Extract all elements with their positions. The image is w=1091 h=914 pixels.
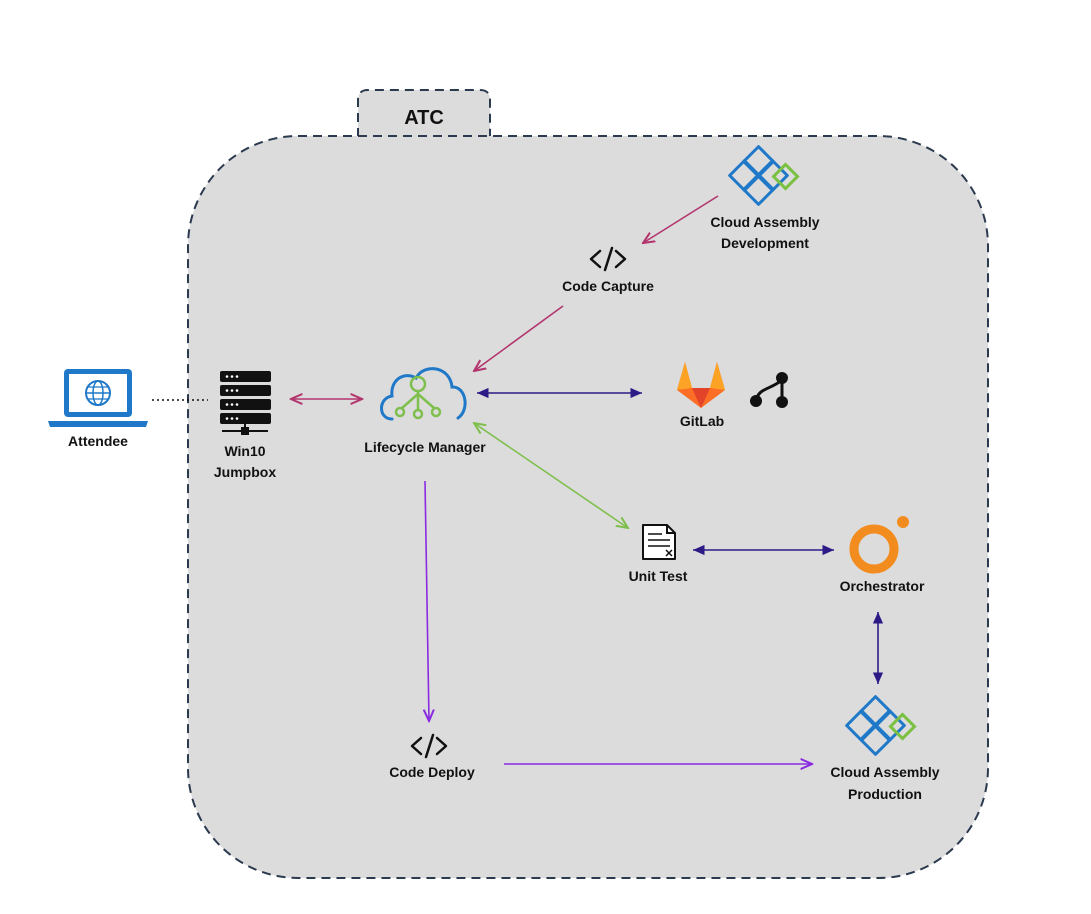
gitlab-fox-icon: [677, 362, 725, 408]
code-deploy-label: Code Deploy: [389, 764, 475, 780]
lifecycle-to-deploy-arrow: [425, 480, 429, 721]
cloud-assembly-dev-line1: Cloud Assembly: [710, 214, 820, 230]
laptop-globe-icon: [48, 369, 148, 427]
cloud-assembly-prod-line2: Production: [848, 786, 922, 802]
jumpbox-label-line1: Win10: [224, 443, 266, 459]
orchestrator-label: Orchestrator: [839, 578, 925, 594]
cloud-network-icon: [380, 367, 467, 421]
cloud-assembly-dev-line2: Development: [721, 235, 809, 251]
lifecycle-unittest-arrow: [474, 423, 628, 528]
unit-test-label: Unit Test: [628, 568, 688, 584]
server-icon: [220, 371, 271, 435]
capture-to-lifecycle-arrow: [474, 305, 564, 371]
document-icon: [642, 524, 676, 560]
git-branch-icon: [750, 372, 788, 408]
atc-tab: [357, 89, 491, 137]
atc-tab-label: ATC: [404, 107, 444, 129]
lifecycle-manager-label: Lifecycle Manager: [364, 439, 486, 455]
code-capture-label: Code Capture: [562, 278, 654, 294]
assembly-dev-to-capture-arrow: [643, 195, 719, 243]
cloud-assembly-production-icon: [845, 695, 917, 756]
attendee-label: Attendee: [68, 433, 128, 449]
cloud-assembly-icon: [728, 145, 800, 206]
code-deploy-icon: [410, 733, 448, 759]
orchestrator-ring-icon: [849, 516, 909, 574]
code-capture-icon: [589, 246, 627, 272]
gitlab-label: GitLab: [679, 413, 725, 429]
jumpbox-label-line2: Jumpbox: [213, 464, 277, 480]
cloud-assembly-prod-line1: Cloud Assembly: [830, 764, 940, 780]
